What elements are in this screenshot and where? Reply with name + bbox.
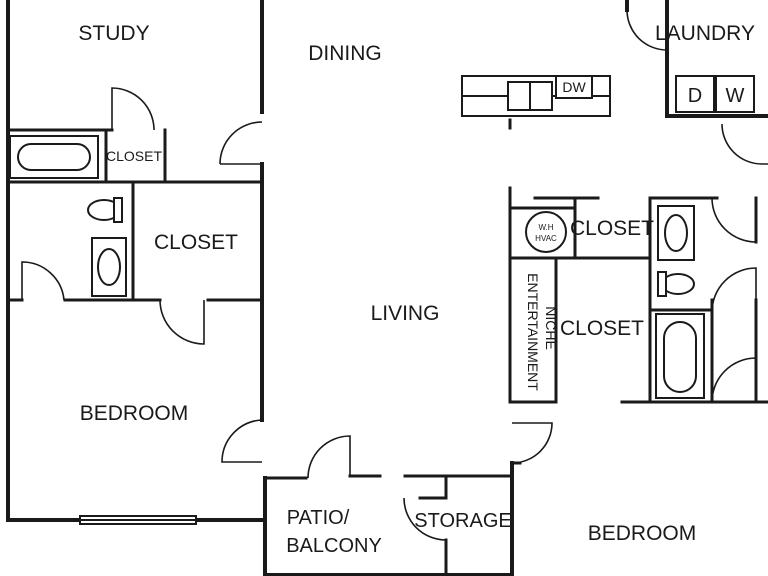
label-storage: STORAGE — [414, 510, 511, 532]
label-study: STUDY — [78, 22, 149, 45]
label-balcony: BALCONY — [286, 535, 382, 557]
label-hvac: HVAC — [535, 234, 557, 243]
label-closet-small: CLOSET — [106, 148, 162, 164]
label-dishwasher: DW — [562, 79, 586, 95]
label-washer: W — [726, 85, 745, 107]
label-closet-right: CLOSET — [560, 317, 644, 340]
label-niche: NICHE — [543, 306, 559, 350]
label-closet-left: CLOSET — [154, 231, 238, 254]
exterior-walls — [6, 0, 768, 576]
label-patio: PATIO/ — [287, 507, 350, 529]
window — [79, 515, 197, 525]
label-bedroom-right: BEDROOM — [588, 522, 697, 545]
sink-left-icon — [91, 237, 127, 297]
label-dining: DINING — [308, 42, 382, 65]
label-closet-mid: CLOSET — [570, 217, 654, 240]
dryer-icon — [675, 75, 715, 113]
toilet-right-icon — [657, 271, 695, 297]
label-laundry: LAUNDRY — [655, 22, 755, 45]
right-interior-walls — [508, 118, 768, 465]
fixtures — [9, 75, 755, 399]
left-upper-walls — [6, 128, 264, 302]
water-heater-icon — [525, 211, 567, 253]
sink-right-icon — [657, 205, 695, 261]
bathtub-right-icon — [655, 313, 705, 399]
doors — [21, 9, 768, 541]
label-dryer: D — [688, 85, 702, 107]
label-living: LIVING — [371, 302, 440, 325]
washer-icon — [715, 75, 755, 113]
label-entertainment: ENTERTAINMENT — [525, 273, 541, 391]
dishwasher-icon — [555, 75, 593, 99]
label-water-heater: W.H — [538, 223, 553, 232]
toilet-left-icon — [87, 197, 123, 223]
kitchen-counter — [461, 75, 611, 117]
patio-walls — [263, 474, 514, 576]
label-bedroom-left: BEDROOM — [80, 402, 189, 425]
appliance-labels: DW D W W.H HVAC — [535, 79, 744, 243]
room-labels: STUDY DINING LAUNDRY CLOSET CLOSET CLOSE… — [78, 22, 755, 557]
